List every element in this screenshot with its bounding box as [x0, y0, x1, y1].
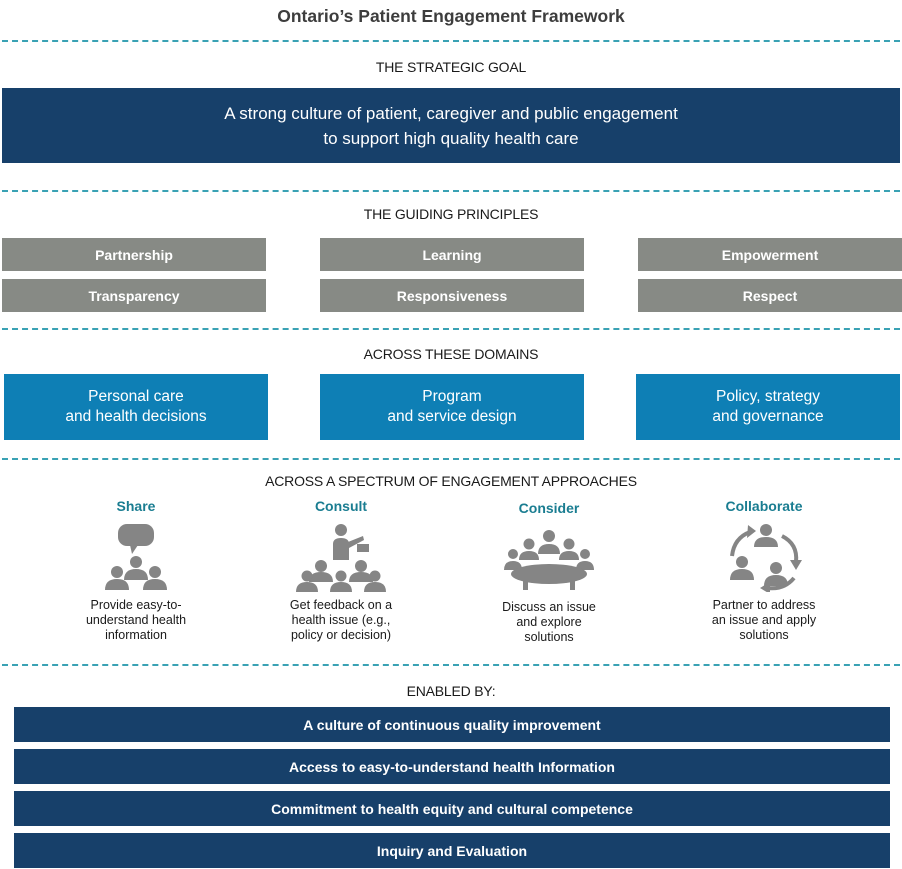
- speech-bubble-group-icon: [105, 524, 167, 590]
- domain-line: and service design: [387, 408, 517, 425]
- desc-line: health issue (e.g.,: [291, 613, 391, 627]
- approaches-heading: ACROSS A SPECTRUM OF ENGAGEMENT APPROACH…: [265, 473, 637, 489]
- desc-line: Provide easy-to-: [90, 598, 182, 612]
- desc-line: policy or decision): [290, 628, 392, 642]
- strategic-goal-line-1: A strong culture of patient, caregiver a…: [224, 103, 678, 123]
- divider: [2, 190, 900, 192]
- desc-line: understand health: [85, 613, 187, 627]
- guiding-principles-heading: THE GUIDING PRINCIPLES: [363, 206, 539, 222]
- enabler-inquiry-evaluation: Inquiry and Evaluation: [14, 833, 890, 868]
- desc-line: solutions: [524, 630, 574, 644]
- principle-respect: Respect: [638, 279, 902, 312]
- divider: [2, 40, 900, 42]
- domain-policy-strategy: Policy, strategy and governance: [636, 374, 900, 440]
- approach-consult: Consult Get feedback on a health issue (…: [241, 498, 441, 658]
- domain-line: Personal care: [88, 388, 184, 405]
- approach-consider: Consider Discuss an issue and explore so…: [449, 500, 649, 660]
- desc-line: information: [105, 628, 167, 642]
- approach-description: Get feedback on a health issue (e.g., po…: [241, 598, 441, 643]
- principle-responsiveness: Responsiveness: [320, 279, 584, 312]
- presenter-audience-icon: [296, 524, 386, 592]
- enabler-quality-improvement: A culture of continuous quality improvem…: [14, 707, 890, 742]
- enabler-health-equity: Commitment to health equity and cultural…: [14, 791, 890, 826]
- principle-empowerment: Empowerment: [638, 238, 902, 271]
- strategic-goal-box: A strong culture of patient, caregiver a…: [2, 88, 900, 163]
- page-title: Ontario’s Patient Engagement Framework: [277, 6, 625, 26]
- principle-learning: Learning: [320, 238, 584, 271]
- strategic-goal-heading: THE STRATEGIC GOAL: [375, 59, 527, 75]
- approach-title: Consult: [314, 498, 368, 514]
- approach-description: Discuss an issue and explore solutions: [449, 600, 649, 645]
- desc-line: solutions: [739, 628, 789, 642]
- desc-line: Discuss an issue: [502, 600, 596, 614]
- approach-share: Share Provide easy-to- understand health…: [36, 498, 236, 658]
- approach-description: Partner to address an issue and apply so…: [664, 598, 864, 643]
- enabler-health-information: Access to easy-to-understand health Info…: [14, 749, 890, 784]
- domain-line: and health decisions: [65, 408, 207, 425]
- principle-partnership: Partnership: [2, 238, 266, 271]
- round-table-meeting-icon: [504, 530, 594, 590]
- divider: [2, 458, 900, 460]
- approach-title: Consider: [518, 500, 580, 516]
- approach-description: Provide easy-to- understand health infor…: [36, 598, 236, 643]
- domain-program-design: Program and service design: [320, 374, 584, 440]
- desc-line: an issue and apply: [711, 613, 817, 627]
- strategic-goal-line-2: to support high quality health care: [323, 128, 579, 148]
- approach-title: Share: [116, 498, 156, 514]
- divider: [2, 328, 900, 330]
- domain-line: and governance: [712, 408, 824, 425]
- cycle-people-icon: [730, 524, 802, 592]
- approach-collaborate: Collaborate Partner to address an issue …: [664, 498, 864, 658]
- domain-line: Program: [422, 388, 482, 405]
- desc-line: Get feedback on a: [289, 598, 393, 612]
- domain-personal-care: Personal care and health decisions: [4, 374, 268, 440]
- desc-line: and explore: [516, 615, 582, 629]
- domains-heading: ACROSS THESE DOMAINS: [363, 346, 539, 362]
- divider: [2, 664, 900, 666]
- desc-line: Partner to address: [712, 598, 816, 612]
- approach-title: Collaborate: [725, 498, 803, 514]
- principle-transparency: Transparency: [2, 279, 266, 312]
- domain-line: Policy, strategy: [716, 388, 820, 405]
- enablers-heading: ENABLED BY:: [406, 683, 496, 699]
